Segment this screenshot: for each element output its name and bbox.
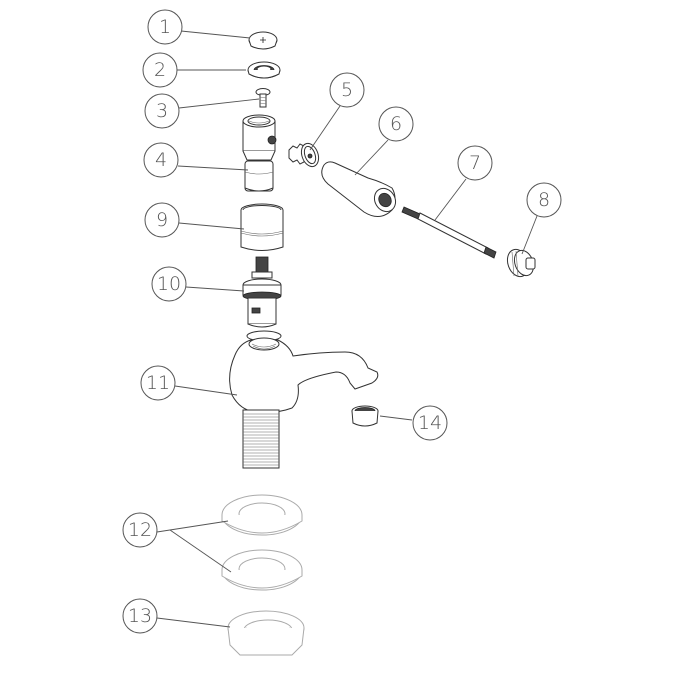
callout-circle — [526, 182, 562, 218]
callout-label: 6 — [390, 113, 402, 135]
callout-label: 12 — [128, 519, 152, 541]
callout-circle — [122, 598, 158, 634]
callout-label: 2 — [154, 59, 166, 81]
callout-8: 8 — [526, 182, 562, 218]
callout-13: 13 — [122, 598, 158, 634]
callout-label: 10 — [157, 273, 181, 295]
callout-9: 9 — [144, 202, 180, 238]
part-6-handle — [321, 161, 397, 217]
part-5-insert — [288, 142, 320, 168]
callout-5: 5 — [329, 72, 365, 108]
part-8-endcap — [506, 248, 536, 278]
callout-label: 8 — [538, 189, 550, 211]
callout-1: 1 — [147, 9, 183, 45]
callout-14: 14 — [412, 405, 448, 441]
callout-circle — [457, 145, 493, 181]
callout-6: 6 — [378, 106, 414, 142]
callout-label: 13 — [128, 605, 152, 627]
callout-4: 4 — [143, 142, 179, 178]
part-12-washers — [221, 494, 303, 591]
callout-label: 9 — [156, 209, 168, 231]
callout-circle — [142, 52, 178, 88]
callout-circle — [412, 405, 448, 441]
callout-7: 7 — [457, 145, 493, 181]
callout-12: 12 — [122, 512, 158, 548]
callout-circle — [329, 72, 365, 108]
leader-lines — [156, 30, 538, 628]
callout-label: 3 — [156, 100, 168, 122]
callout-label: 5 — [341, 79, 353, 101]
callout-label: 4 — [155, 149, 167, 171]
part-4-adapter — [242, 114, 277, 192]
callout-label: 11 — [146, 372, 170, 394]
part-9-shroud — [240, 203, 284, 251]
callout-circle — [147, 9, 183, 45]
part-11-tap-body — [229, 330, 379, 469]
callout-circle — [378, 106, 414, 142]
callout-3: 3 — [144, 93, 180, 129]
callout-circle — [122, 512, 158, 548]
part-1-cap — [248, 31, 278, 50]
callout-circle — [151, 266, 187, 302]
part-10-cartridge — [242, 256, 282, 328]
callout-circle — [143, 142, 179, 178]
part-7-rod — [401, 206, 497, 259]
callout-circle — [144, 202, 180, 238]
part-2-ring — [247, 61, 281, 79]
callout-11: 11 — [140, 365, 176, 401]
callout-label: 7 — [469, 152, 481, 174]
callout-2: 2 — [142, 52, 178, 88]
part-13-backnut — [227, 610, 305, 656]
callout-label: 1 — [159, 16, 171, 38]
callout-10: 10 — [151, 266, 187, 302]
part-3-screw — [255, 88, 271, 108]
callout-circle — [144, 93, 180, 129]
part-14-aerator — [351, 405, 379, 427]
callout-label: 14 — [418, 412, 442, 434]
callout-circle — [140, 365, 176, 401]
